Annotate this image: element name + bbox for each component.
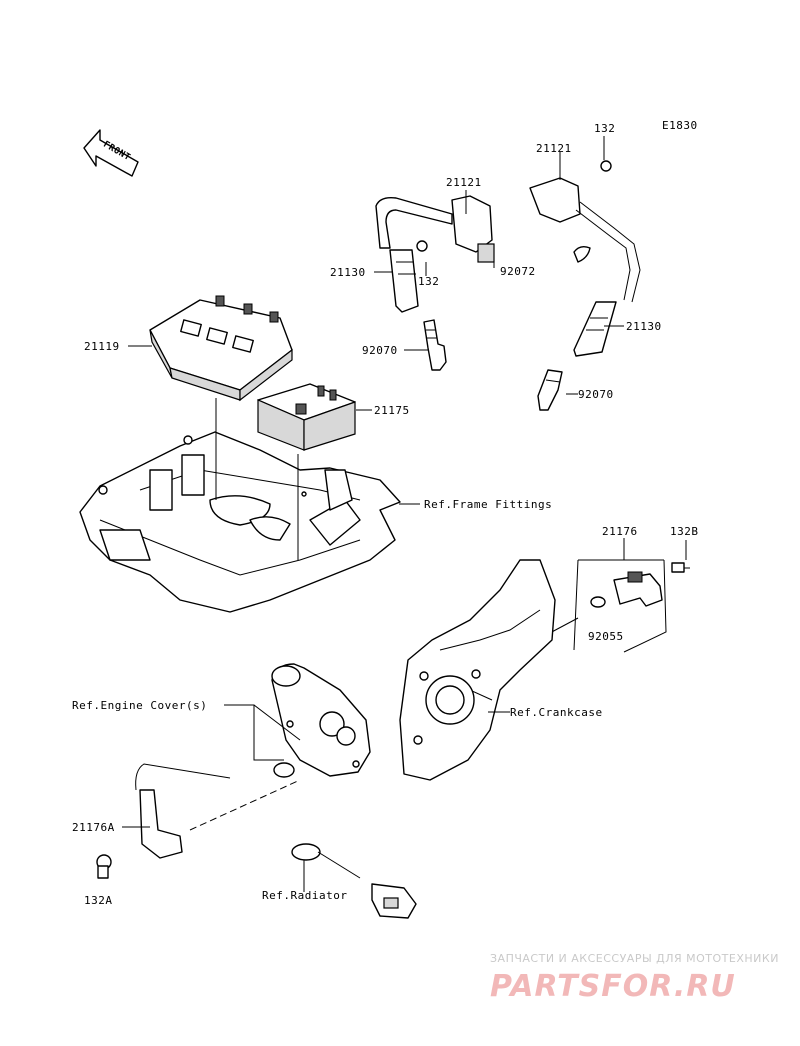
watermark-tagline: ЗАПЧАСТИ И АКСЕССУАРЫ ДЛЯ МОТОТЕХНИКИ <box>490 952 779 965</box>
spark-plug-right <box>537 369 563 411</box>
front-arrow-icon: FRONT <box>83 129 139 177</box>
callout-21130-right: 21130 <box>626 320 662 333</box>
callout-21175: 21175 <box>374 404 410 417</box>
regulator-unit <box>257 383 356 451</box>
callout-21130-left: 21130 <box>330 266 366 279</box>
ecu-unit <box>149 295 293 402</box>
ref-crankcase: Ref.Crankcase <box>510 706 603 719</box>
ref-engine-covers: Ref.Engine Cover(s) <box>72 699 207 712</box>
connector <box>371 883 417 919</box>
ref-radiator: Ref.Radiator <box>262 889 347 902</box>
ignition-coil-right <box>529 160 641 303</box>
watermark-logo: PARTSFOR.RU <box>490 969 736 1004</box>
callout-21119: 21119 <box>84 340 120 353</box>
callout-132-left: 132 <box>418 275 439 288</box>
callout-21121-right: 21121 <box>536 142 572 155</box>
frame-tray <box>79 431 401 613</box>
crankcase <box>399 559 556 781</box>
diagram-code: E1830 <box>662 119 698 132</box>
water-temp-sensor <box>96 763 231 879</box>
spark-plug-cap-left <box>389 249 419 313</box>
callout-132B: 132B <box>670 525 699 538</box>
ignition-coil-left <box>375 195 495 263</box>
callout-92070-left: 92070 <box>362 344 398 357</box>
crank-sensor <box>590 562 690 608</box>
callout-21121-left: 21121 <box>446 176 482 189</box>
callout-92070-right: 92070 <box>578 388 614 401</box>
spark-plug-cap-right <box>573 301 617 357</box>
spark-plug-left <box>423 319 447 371</box>
engine-cover <box>271 663 371 778</box>
callout-21176: 21176 <box>602 525 638 538</box>
ref-frame-fittings: Ref.Frame Fittings <box>424 498 552 511</box>
callout-132A: 132A <box>84 894 113 907</box>
callout-21176A: 21176A <box>72 821 115 834</box>
radiator-clamp <box>291 843 361 879</box>
callout-92055: 92055 <box>588 630 624 643</box>
callout-132-right: 132 <box>594 122 615 135</box>
callout-92072: 92072 <box>500 265 536 278</box>
